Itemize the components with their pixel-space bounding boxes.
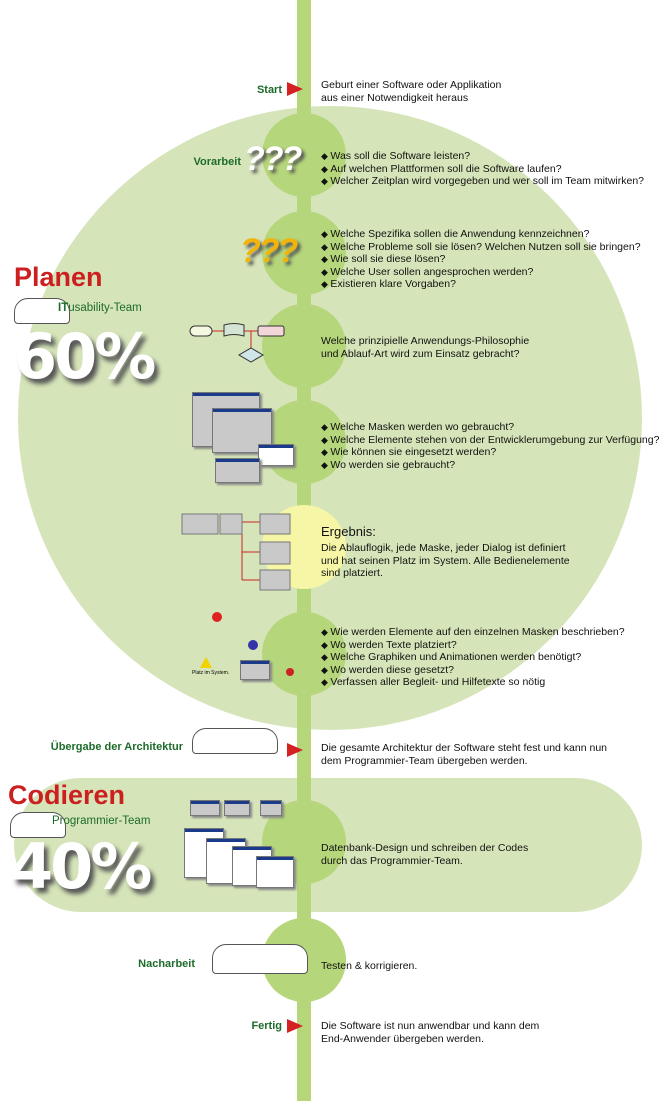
arrow-icon — [287, 1019, 303, 1033]
phase-title-planen: Planen — [14, 262, 103, 292]
team-illustration-icon — [14, 298, 70, 324]
step-label-uebergabe: Übergabe der Architektur — [50, 741, 183, 753]
team-prefix: IT — [58, 302, 69, 314]
question-marks-icon: ??? — [244, 140, 302, 178]
code-sheet-icon — [256, 856, 294, 888]
phase-percent: 60% — [14, 320, 156, 393]
screen-mockup-icon — [260, 800, 282, 816]
step-text: Datenbank-Design und schreiben der Codes… — [321, 842, 529, 867]
step-bullets: Welche Masken werden wo gebraucht?Welche… — [321, 421, 659, 471]
step-result: Ergebnis: Die Ablauflogik, jede Maske, j… — [321, 524, 570, 579]
arrow-icon — [287, 743, 303, 757]
step-text: Die gesamte Architektur der Software ste… — [321, 742, 607, 767]
phase-percent: 40% — [10, 830, 152, 903]
question-marks-icon: ??? — [240, 232, 298, 270]
screen-flow-icon — [181, 513, 291, 591]
team-label: Programmier-Team — [52, 815, 151, 827]
testing-illustration-icon — [212, 944, 308, 974]
callout-text: Platz im System. — [192, 670, 230, 676]
step-text: Testen & korrigieren. — [321, 960, 418, 972]
screen-mockup-icon — [190, 800, 220, 816]
apple-icon — [286, 668, 294, 676]
step-label-start: Start — [256, 84, 282, 96]
phase-title-codieren: Codieren — [8, 780, 126, 810]
screen-mockup-icon — [215, 458, 260, 483]
flowchart-icon — [189, 323, 285, 363]
error-icon — [212, 612, 222, 622]
step-bullets: Wie werden Elemente auf den einzelnen Ma… — [321, 626, 624, 689]
step-bullets: Was soll die Software leisten?Auf welche… — [321, 150, 644, 188]
arrow-icon — [287, 82, 303, 96]
step-label-vorarbeit: Vorarbeit — [193, 156, 241, 168]
step-text: Die Software ist nun anwendbar und kann … — [321, 1020, 540, 1045]
step-label-fertig: Fertig — [251, 1020, 282, 1032]
team-rest: usability-Team — [68, 302, 142, 314]
step-text: Welche prinzipielle Anwendungs-Philosoph… — [321, 335, 530, 360]
help-icon — [248, 640, 258, 650]
team-label: ITusability-Team — [58, 302, 142, 315]
screen-mockup-icon — [240, 660, 270, 680]
handover-illustration-icon — [192, 728, 278, 754]
screen-mockup-icon — [258, 444, 294, 466]
timeline-node — [262, 304, 346, 388]
step-label-nacharbeit: Nacharbeit — [138, 958, 195, 970]
team-illustration-icon — [10, 812, 66, 838]
step-bullets: Welche Spezifika sollen die Anwendung ke… — [321, 228, 640, 291]
warning-icon — [200, 657, 212, 668]
screen-mockup-icon — [224, 800, 250, 816]
